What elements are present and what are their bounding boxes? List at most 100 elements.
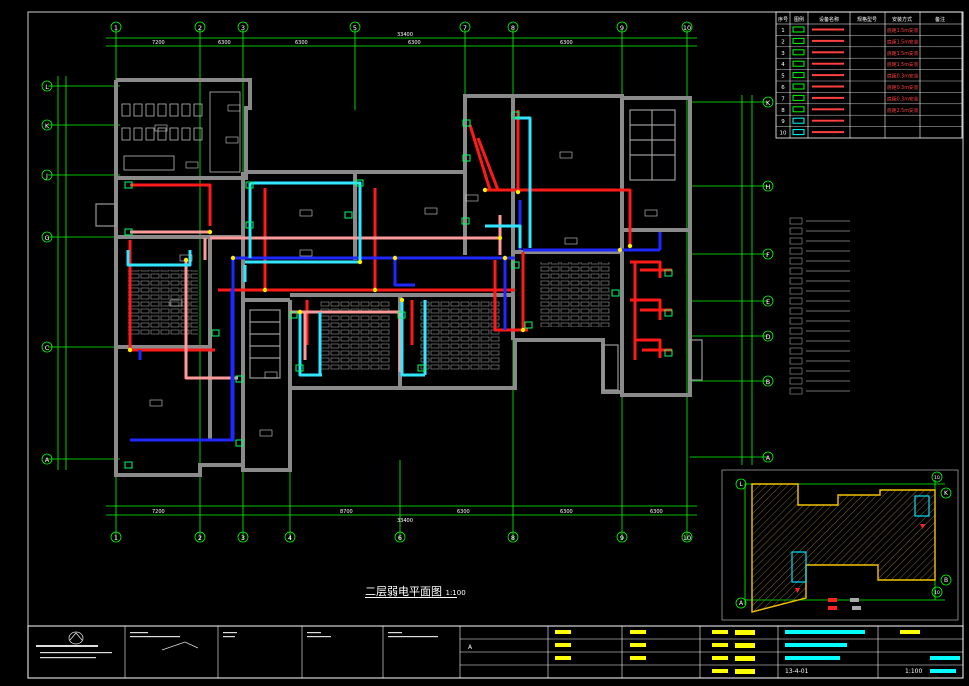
dim-bottom-1: 7200 <box>152 509 165 515</box>
dim-bottom-4: 6300 <box>560 509 573 515</box>
legend-header-symbol: 图例 <box>794 16 804 23</box>
key-plan-floor-outline <box>751 483 936 613</box>
axis-bottom-9: 9 <box>620 534 624 542</box>
axis-top-9: 9 <box>620 24 624 32</box>
axis-left-L: L <box>45 83 49 91</box>
axis-top-2: 2 <box>198 24 202 32</box>
axis-left-J: J <box>45 172 48 180</box>
legend-row-number: 9 <box>781 119 785 125</box>
drawing-title-text: 二层弱电平面图 <box>365 585 442 598</box>
axis-top-10: 10 <box>683 24 691 32</box>
classroom-desks <box>128 262 610 370</box>
legend-header-no: 序号 <box>778 16 788 23</box>
key-plan-axis-10b: 10 <box>934 590 940 596</box>
dim-top-3: 6300 <box>295 40 308 46</box>
axis-bottom-3: 3 <box>241 534 245 542</box>
dim-bottom-3: 6300 <box>457 509 470 515</box>
legend-row-name <box>812 28 844 31</box>
axis-right-K: K <box>766 99 771 107</box>
title-block: A 13-4-01 1:100 <box>27 625 964 679</box>
legend-row-name <box>812 96 844 99</box>
grid-lines <box>48 30 768 540</box>
legend-row-name <box>812 51 844 54</box>
room-label-boxes <box>149 104 658 437</box>
legend-row-symbol <box>792 83 805 90</box>
axis-top-7: 7 <box>463 24 467 32</box>
legend-row-mount: 底距1.5m安装 <box>887 38 919 45</box>
legend-row-mount: 底距1.5m安装 <box>887 50 919 57</box>
axis-bottom-8: 8 <box>511 534 515 542</box>
legend-row-symbol <box>792 37 805 44</box>
legend-header-spec: 规格型号 <box>857 16 877 23</box>
legend-row-number: 5 <box>781 74 785 80</box>
dim-top-5: 6300 <box>560 40 573 46</box>
key-plan: L K B A 10 10 <box>721 469 959 621</box>
axis-top-5: 5 <box>353 24 357 32</box>
axis-bubbles-right <box>762 96 774 463</box>
axis-bottom-4: 4 <box>288 534 292 542</box>
legend-row-symbol <box>792 26 805 33</box>
key-plan-axis-10a: 10 <box>934 475 940 481</box>
drawing-title-underline <box>365 597 457 598</box>
restroom-fixtures <box>121 91 241 173</box>
axis-right-D: D <box>765 333 770 341</box>
legend-row-number: 7 <box>781 96 785 102</box>
axis-bubbles-top <box>110 21 693 33</box>
legend-row-mount: 底距2.5m安装 <box>887 107 919 114</box>
axis-left-C: C <box>45 344 50 352</box>
legend-row-number: 4 <box>781 62 785 68</box>
legend-row-name <box>812 85 844 88</box>
axis-bubbles-left <box>41 80 53 465</box>
dim-total-bottom: 33400 <box>397 518 413 524</box>
legend-row-name <box>812 74 844 77</box>
drawing-title-scale: 1:100 <box>445 589 466 597</box>
axis-top-8: 8 <box>511 24 515 32</box>
title-block-scale: 1:100 <box>905 668 922 675</box>
legend-header-mount: 安装方式 <box>892 16 912 23</box>
axis-right-B: B <box>766 378 770 386</box>
legend-row-number: 8 <box>781 108 785 114</box>
legend-header-note: 备注 <box>935 16 945 23</box>
drawing-title: 二层弱电平面图 1:100 <box>365 583 466 599</box>
legend-row-mount: 底距1.5m安装 <box>887 27 919 34</box>
axis-top-1: 1 <box>114 24 118 32</box>
legend-row-mount: 底距0.3m安装 <box>887 84 919 91</box>
axis-top-3: 3 <box>241 24 245 32</box>
key-plan-axis-B: B <box>944 577 948 584</box>
axis-bubbles-bottom <box>110 531 693 543</box>
legend-row-symbol <box>792 72 805 79</box>
dim-bottom-5: 6300 <box>650 509 663 515</box>
cable-junction-nodes <box>127 187 633 353</box>
legend-row-name <box>812 131 844 134</box>
axis-left-A: A <box>45 456 50 464</box>
legend-row-symbol <box>792 94 805 101</box>
legend-row-name <box>812 39 844 42</box>
legend-row-mount: 底距0.3m安装 <box>887 95 919 102</box>
axis-bottom-6: 6 <box>398 534 402 542</box>
legend-row-number: 1 <box>781 28 785 34</box>
dim-top-4: 6300 <box>408 40 421 46</box>
axis-bottom-1: 1 <box>114 534 118 542</box>
cable-routes <box>126 110 672 442</box>
legend-row-number: 6 <box>781 85 785 91</box>
title-block-version: A <box>468 644 473 651</box>
dim-top-1: 7200 <box>152 40 165 46</box>
axis-bottom-2: 2 <box>198 534 202 542</box>
axis-bottom-10: 10 <box>683 534 691 542</box>
legend-row-number: 10 <box>780 131 787 137</box>
legend-row-name <box>812 119 844 122</box>
key-plan-axis-A: A <box>739 600 744 607</box>
title-block-date: 13-4-01 <box>785 668 809 675</box>
legend-row-name <box>812 62 844 65</box>
dim-bottom-2: 8700 <box>340 509 353 515</box>
legend-row-mount: 底距1.5m安装 <box>887 61 919 68</box>
axis-right-A: A <box>766 454 771 462</box>
device-markers <box>124 111 673 469</box>
axis-left-G: G <box>44 234 49 242</box>
axis-right-H: H <box>766 183 771 191</box>
key-plan-axis-L: L <box>739 481 743 488</box>
legend-header-name: 设备名称 <box>819 16 839 23</box>
